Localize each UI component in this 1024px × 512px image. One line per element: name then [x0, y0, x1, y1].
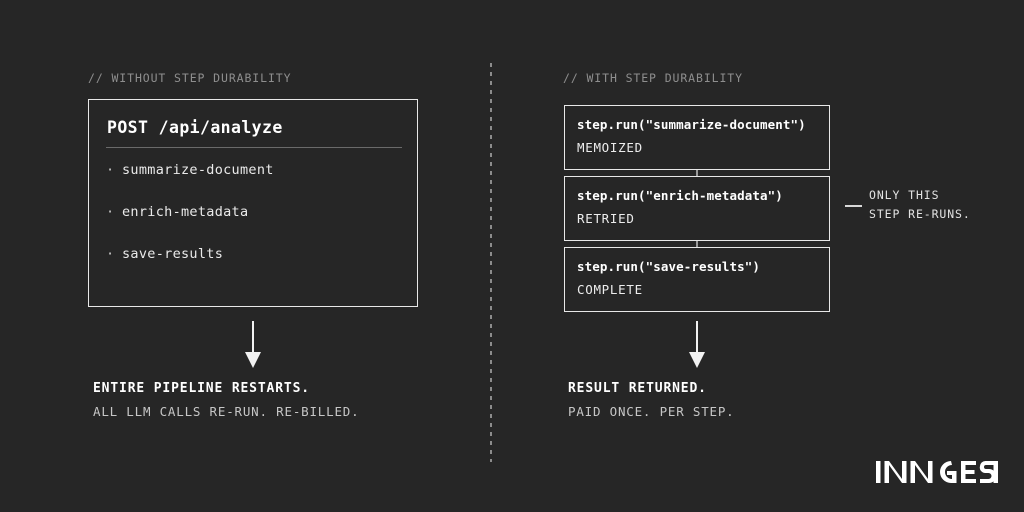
step-box-summarize-document: step.run("summarize-document") MEMOIZED	[564, 105, 830, 170]
step-connector-line	[696, 170, 698, 176]
step-call-label: step.run("summarize-document")	[577, 117, 806, 132]
retry-annotation: ONLY THIS STEP RE-RUNS.	[869, 186, 971, 224]
list-item: · enrich-metadata	[106, 204, 406, 246]
step-connector-line	[696, 241, 698, 247]
list-item: · save-results	[106, 246, 406, 288]
arrow-shaft	[252, 321, 254, 354]
annotation-line-1: ONLY THIS	[869, 188, 940, 202]
arrow-head	[245, 352, 261, 368]
right-outcome-caption: RESULT RETURNED. PAID ONCE. PER STEP.	[568, 381, 735, 419]
vertical-dotted-divider	[490, 63, 492, 462]
step-call-label: step.run("save-results")	[577, 259, 761, 274]
caption-secondary-line: PAID ONCE. PER STEP.	[568, 404, 735, 419]
caption-primary-line: RESULT RETURNED.	[568, 381, 707, 396]
arrow-head	[689, 352, 705, 368]
request-card: POST /api/analyze · summarize-document ·…	[88, 99, 418, 307]
status-badge: RETRIED	[577, 211, 635, 226]
left-column-header: // WITHOUT STEP DURABILITY	[88, 71, 292, 85]
card-divider-rule	[106, 147, 402, 148]
down-arrow-icon	[686, 321, 708, 368]
step-box-enrich-metadata: step.run("enrich-metadata") RETRIED	[564, 176, 830, 241]
arrow-shaft	[696, 321, 698, 354]
request-card-title: POST /api/analyze	[107, 118, 283, 137]
down-arrow-icon	[242, 321, 264, 368]
list-item-label: summarize-document	[122, 162, 274, 178]
pipeline-step-list: · summarize-document · enrich-metadata ·…	[106, 162, 406, 288]
caption-secondary-line: ALL LLM CALLS RE-RUN. RE-BILLED.	[93, 404, 360, 419]
status-badge: MEMOIZED	[577, 140, 643, 155]
list-item: · summarize-document	[106, 162, 406, 204]
caption-primary-line: ENTIRE PIPELINE RESTARTS.	[93, 381, 310, 396]
inngest-logo	[876, 458, 998, 486]
left-outcome-caption: ENTIRE PIPELINE RESTARTS. ALL LLM CALLS …	[93, 381, 359, 419]
bullet-icon: ·	[106, 204, 115, 220]
step-call-label: step.run("enrich-metadata")	[577, 188, 783, 203]
list-item-label: save-results	[122, 246, 224, 262]
annotation-leader-line	[845, 205, 862, 207]
inngest-wordmark-icon	[876, 460, 998, 483]
annotation-line-2: STEP RE-RUNS.	[869, 207, 971, 221]
bullet-icon: ·	[106, 246, 115, 262]
bullet-icon: ·	[106, 162, 115, 178]
status-badge: COMPLETE	[577, 282, 643, 297]
step-box-save-results: step.run("save-results") COMPLETE	[564, 247, 830, 312]
list-item-label: enrich-metadata	[122, 204, 249, 220]
right-column-header: // WITH STEP DURABILITY	[563, 71, 743, 85]
